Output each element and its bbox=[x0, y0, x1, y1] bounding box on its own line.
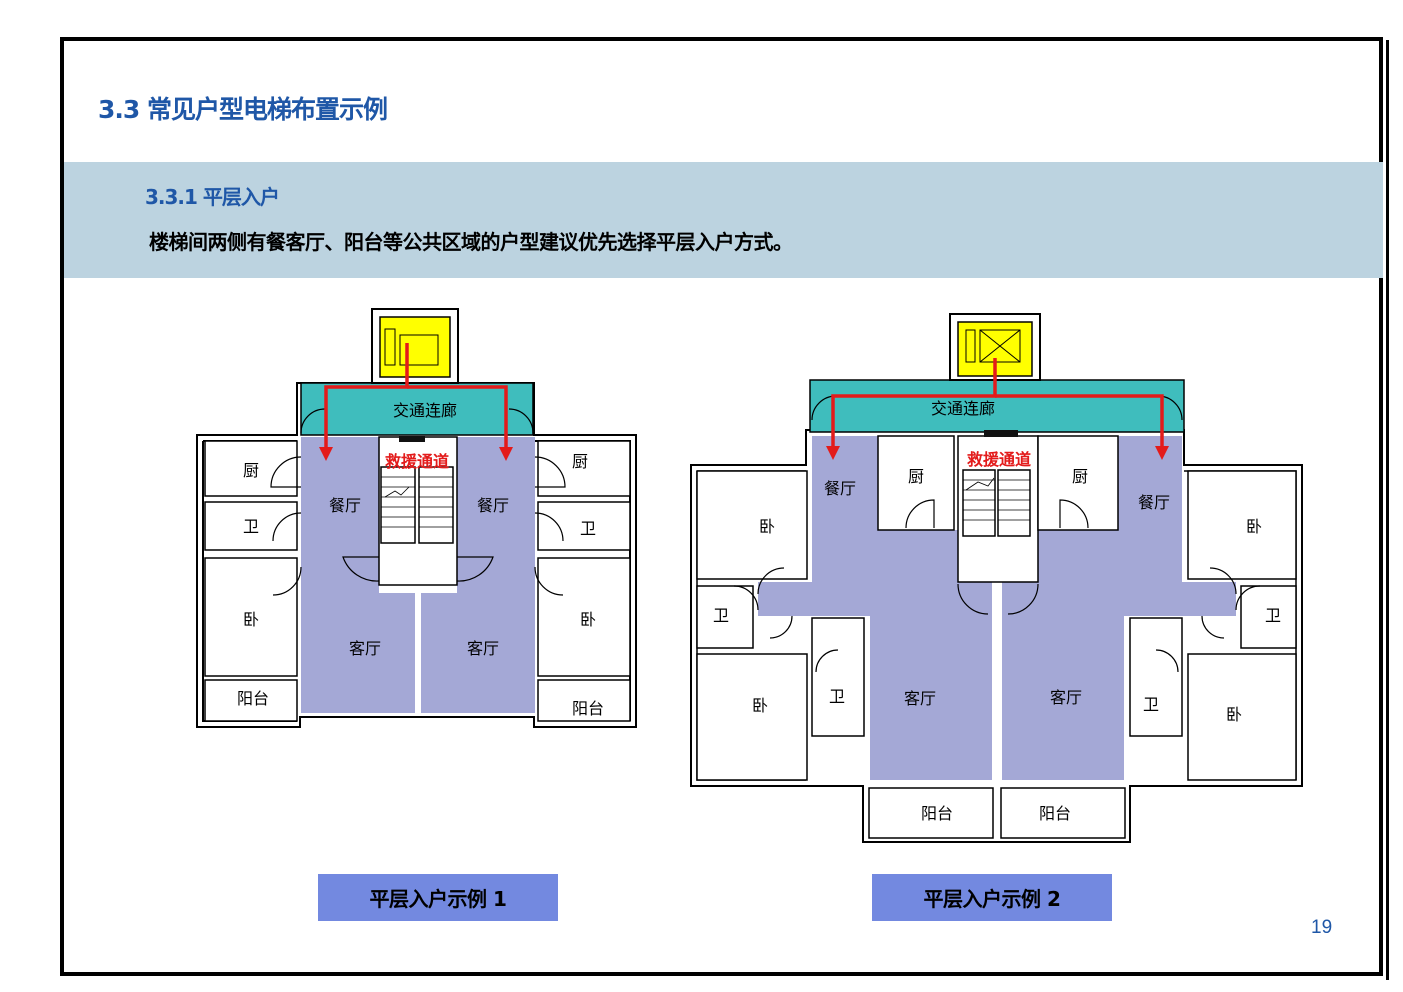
living-label: 客厅 bbox=[349, 639, 381, 658]
dining-label: 餐厅 bbox=[477, 496, 509, 515]
page-title: 3.3 常见户型电梯布置示例 bbox=[98, 95, 388, 124]
living-right bbox=[421, 593, 535, 713]
balcony-label: 阳台 bbox=[237, 689, 269, 708]
bath-label: 卫 bbox=[1143, 695, 1159, 714]
balcony-label: 阳台 bbox=[572, 699, 604, 718]
bath-label: 卫 bbox=[1265, 606, 1281, 625]
caption-example-1: 平层入户示例 1 bbox=[318, 874, 558, 921]
living-label: 客厅 bbox=[904, 689, 936, 708]
bed-label: 卧 bbox=[580, 610, 596, 629]
public-area-right bbox=[1116, 436, 1182, 596]
living-label: 客厅 bbox=[1050, 688, 1082, 707]
dining-label: 餐厅 bbox=[824, 479, 856, 498]
rescue-label: 救援通道 bbox=[385, 452, 449, 471]
kitchen-label: 厨 bbox=[908, 467, 924, 486]
frame-shadow bbox=[1386, 40, 1389, 980]
kitchen-label: 厨 bbox=[243, 461, 259, 480]
public-area-left bbox=[812, 436, 878, 596]
bath-label: 卫 bbox=[580, 519, 596, 538]
page-number: 19 bbox=[1311, 917, 1333, 938]
bath-label: 卫 bbox=[243, 517, 259, 536]
elevator-car bbox=[379, 316, 451, 378]
bed-label: 卧 bbox=[759, 517, 775, 536]
kitchen-label: 厨 bbox=[572, 452, 588, 471]
dining-label: 餐厅 bbox=[329, 496, 361, 515]
bed-label: 卧 bbox=[752, 696, 768, 715]
section-band bbox=[64, 162, 1383, 278]
section-subtitle: 3.3.1 平层入户 bbox=[145, 185, 280, 209]
floor-plan-2: 交通连廊 救援通道 餐厅 餐厅 厨 厨 卧 卧 卫 卫 卫 卫 卧 卧 客厅 客… bbox=[688, 310, 1308, 854]
bed-label: 卧 bbox=[243, 610, 259, 629]
balcony-label: 阳台 bbox=[921, 804, 953, 823]
bed-label: 卧 bbox=[1246, 517, 1262, 536]
living-label: 客厅 bbox=[467, 639, 499, 658]
section-description: 楼梯间两侧有餐客厅、阳台等公共区域的户型建议优先选择平层入户方式。 bbox=[149, 230, 793, 254]
rescue-label: 救援通道 bbox=[967, 450, 1031, 469]
kitchen-label: 厨 bbox=[1072, 467, 1088, 486]
page-frame bbox=[60, 37, 1383, 976]
corridor-label: 交通连廊 bbox=[393, 401, 457, 420]
bed-label: 卧 bbox=[1226, 705, 1242, 724]
bath-label: 卫 bbox=[713, 606, 729, 625]
caption-example-2: 平层入户示例 2 bbox=[872, 874, 1112, 921]
corridor-label: 交通连廊 bbox=[931, 399, 995, 418]
bath-label: 卫 bbox=[829, 687, 845, 706]
corridor bbox=[809, 379, 1185, 433]
dining-label: 餐厅 bbox=[1138, 493, 1170, 512]
floor-plan-1: 交通连廊 救援通道 厨 卫 卧 阳台 餐厅 餐厅 客厅 客厅 厨 卫 卧 阳台 bbox=[195, 305, 640, 734]
living-left bbox=[301, 593, 415, 713]
balcony-label: 阳台 bbox=[1039, 804, 1071, 823]
